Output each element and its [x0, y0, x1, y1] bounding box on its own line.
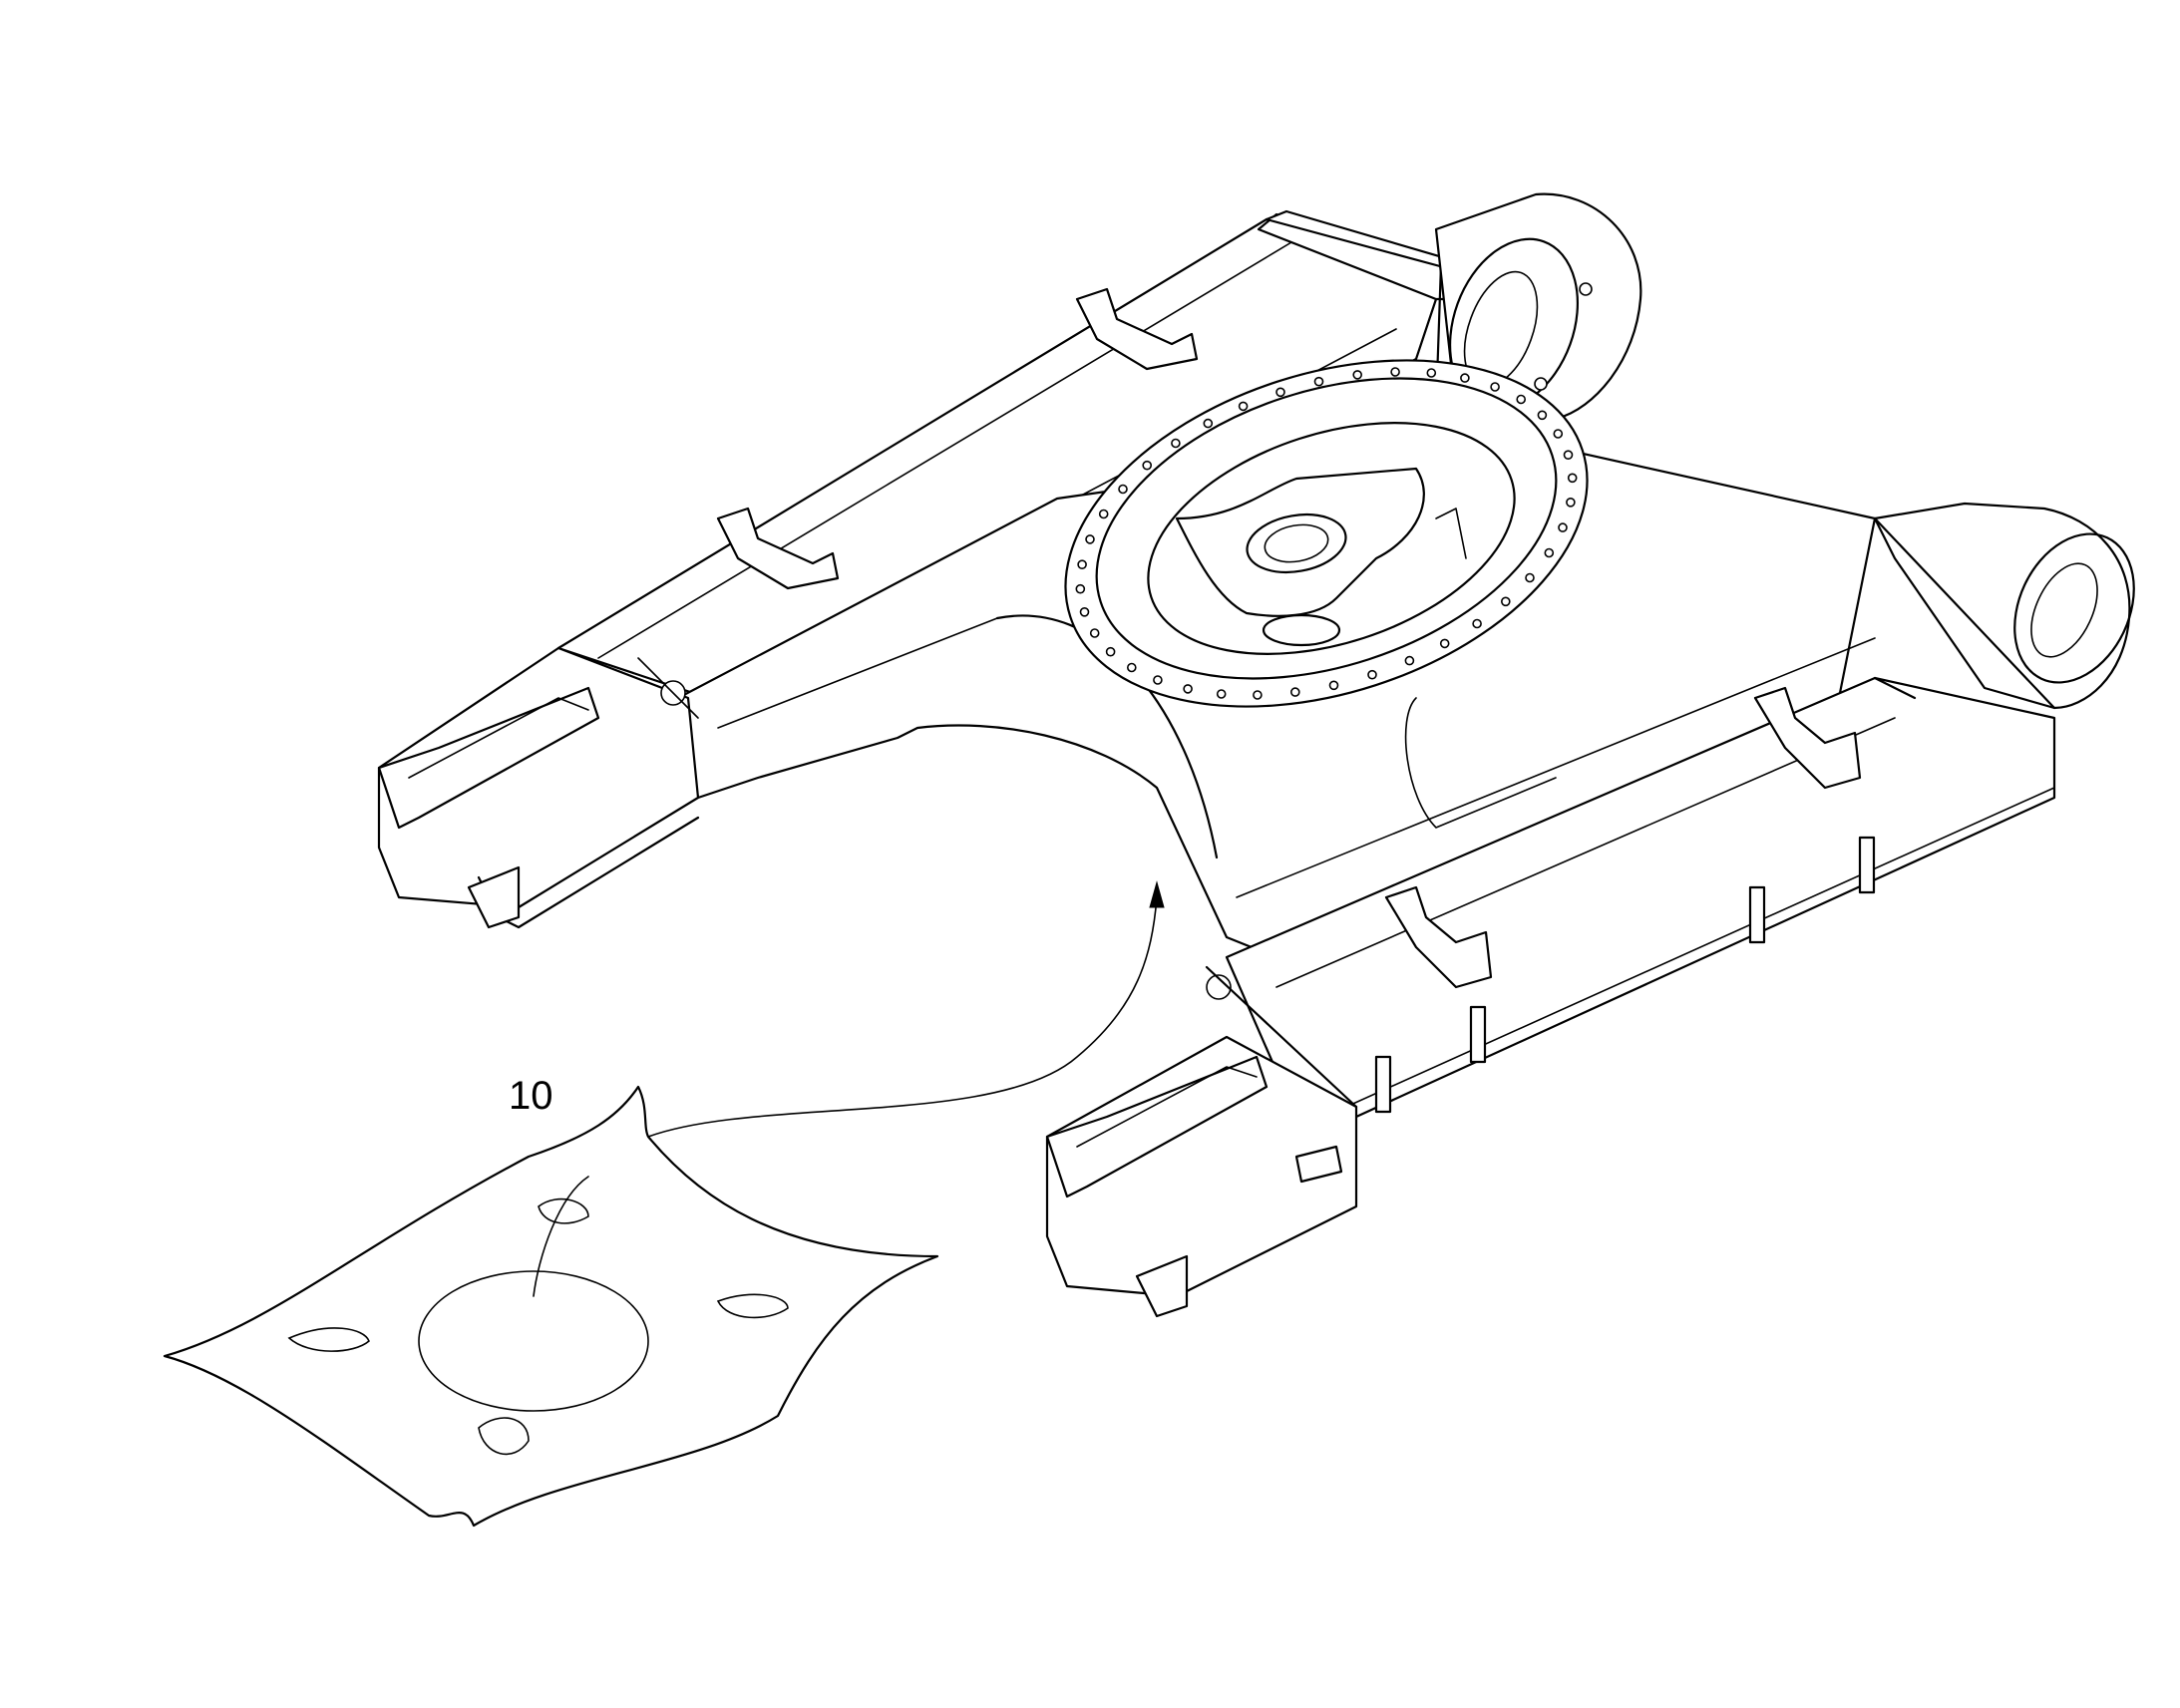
- side-slot: [1469, 1005, 1487, 1064]
- bolt-hole: [1079, 606, 1090, 617]
- bolt-hole: [1077, 559, 1087, 570]
- bolt-hole: [1404, 655, 1415, 666]
- bolt-hole: [1563, 450, 1574, 461]
- left-track-frame: [556, 192, 1642, 720]
- bolt-hole: [1238, 401, 1249, 412]
- leader-line-arrow: [647, 880, 1165, 1138]
- part-10-plate: [163, 1085, 939, 1528]
- bolt-hole: [1352, 370, 1362, 380]
- bolt-hole: [1537, 410, 1548, 421]
- bolt-hole: [1153, 675, 1163, 685]
- right-track-frame: [1225, 676, 2056, 1119]
- bolt-hole: [1313, 376, 1324, 387]
- bolt-hole: [1105, 646, 1116, 657]
- side-slot: [1374, 1055, 1392, 1114]
- bolt-hole: [1525, 572, 1535, 583]
- bolt-hole: [1118, 484, 1128, 495]
- bolt-hole: [1501, 596, 1511, 607]
- side-slot: [1858, 836, 1876, 894]
- side-slot: [1748, 885, 1766, 944]
- bolt-hole: [1367, 669, 1377, 680]
- swing-bearing-ring: [1064, 359, 1589, 708]
- bolt-hole: [1275, 387, 1285, 398]
- bolt-hole: [1075, 583, 1086, 594]
- bolt-hole: [1390, 367, 1400, 377]
- bolt-hole: [1216, 689, 1227, 699]
- bolt-hole: [1142, 460, 1152, 471]
- bolt-hole: [1098, 509, 1109, 519]
- bolt-hole: [1544, 547, 1555, 558]
- bolt-hole: [1460, 373, 1470, 383]
- bolt-hole: [1567, 473, 1578, 484]
- bolt-hole: [1328, 680, 1339, 691]
- bolt-hole: [1516, 394, 1526, 405]
- bolt-hole: [1439, 638, 1450, 649]
- bolt-hole: [1085, 534, 1095, 544]
- side-wear-slots: [1374, 836, 1876, 1114]
- bearing-bolt-holes: [1075, 367, 1578, 700]
- bolt-hole: [1553, 429, 1564, 439]
- part-callout-number: 10: [509, 1074, 553, 1118]
- bolt-hole: [1253, 690, 1263, 700]
- bolt-hole: [1127, 662, 1137, 673]
- bolt-hole: [1490, 382, 1500, 392]
- bolt-hole: [1290, 687, 1300, 697]
- bolt-hole: [1472, 618, 1482, 629]
- right-rear-idler-housing: [1873, 502, 2135, 710]
- bolt-hole: [1203, 418, 1214, 429]
- bolt-hole: [1171, 438, 1181, 449]
- right-front-end: [1045, 965, 1358, 1318]
- bolt-hole: [1183, 684, 1193, 694]
- bolt-hole: [1558, 522, 1568, 532]
- track-guard-brackets: [716, 287, 1862, 989]
- left-front-end: [377, 646, 700, 929]
- bolt-hole: [1426, 368, 1437, 378]
- bolt-hole: [1089, 628, 1100, 638]
- bolt-hole: [1566, 497, 1576, 508]
